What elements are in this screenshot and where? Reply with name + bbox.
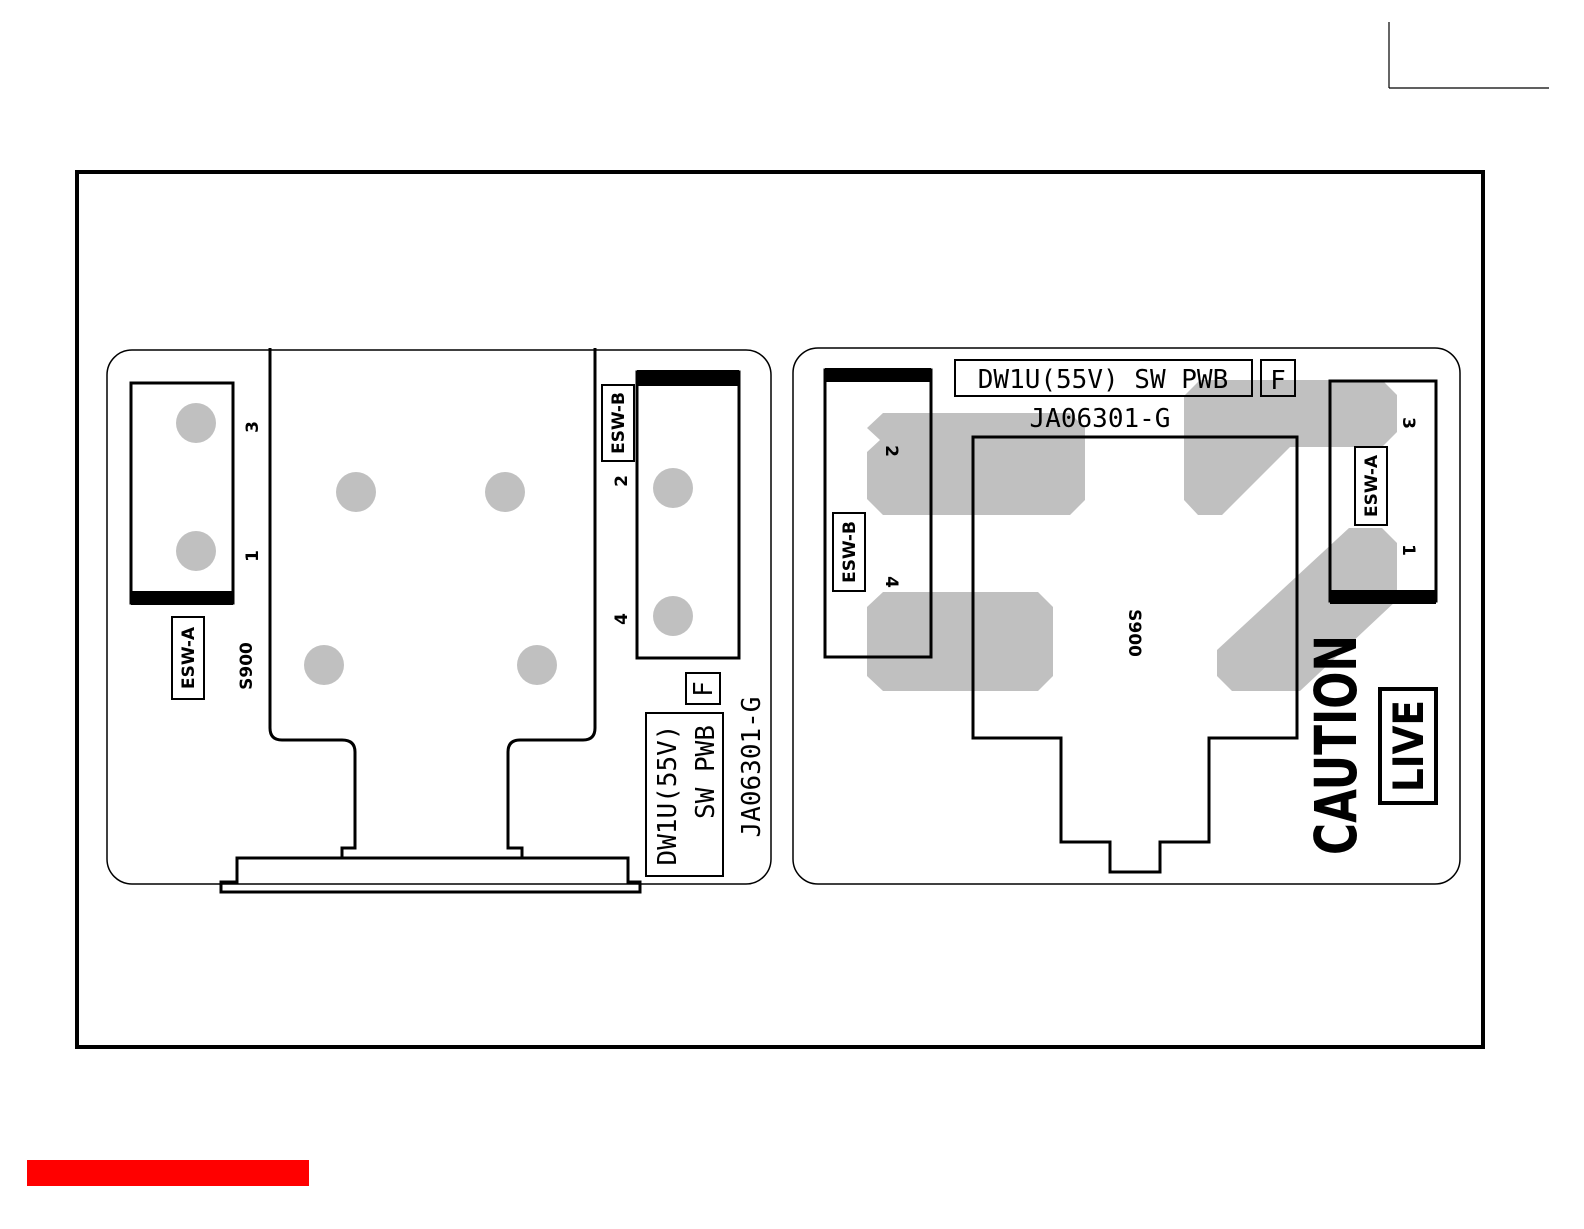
- live-text: LIVE: [1384, 700, 1433, 792]
- left-connector-esw-b: 2 4 ESW-B: [601, 370, 741, 660]
- pad: [304, 645, 344, 685]
- left-switch-outline: [268, 348, 597, 860]
- right-board-outline: [792, 347, 1461, 885]
- outer-frame: [75, 170, 1485, 1049]
- right-board: 2 4 ESW-B DW1U(55V) SW PWB F JA06301-G S…: [792, 347, 1461, 885]
- ref-designator: S900: [1124, 609, 1144, 657]
- left-switch-base: [219, 856, 642, 894]
- part-number: JA06301-G: [1030, 404, 1171, 434]
- right-connector-esw-a: 3 1 ESW-A: [1328, 379, 1438, 604]
- pad: [485, 472, 525, 512]
- left-connector-esw-a: 3 1 ESW-A: [129, 381, 263, 700]
- revision-box: [1260, 359, 1296, 397]
- left-board: 3 1 ESW-A S900 2 4 ESW-B F DW1U(55V) SW …: [106, 348, 772, 894]
- revision-mark: F: [689, 681, 719, 697]
- pin-label: 3: [243, 421, 263, 433]
- live-box: [1378, 687, 1438, 805]
- board-name: DW1U(55V): [653, 725, 683, 866]
- connector-label-box: [601, 384, 635, 462]
- left-board-outline: [106, 349, 772, 885]
- board-name-box: [954, 359, 1253, 397]
- right-switch-outline: [971, 435, 1299, 874]
- pad: [176, 531, 216, 571]
- board-name-box: [645, 712, 724, 877]
- pin-label: 4: [881, 576, 901, 588]
- right-connector-esw-b: 2 4 ESW-B: [823, 368, 933, 659]
- pad: [176, 403, 216, 443]
- connector-label: ESW-B: [840, 521, 860, 583]
- revision-box: [685, 672, 721, 705]
- red-marker-bar: [27, 1160, 309, 1186]
- left-mount-pads: [304, 472, 557, 685]
- caution-text: CAUTION: [1302, 635, 1370, 855]
- pad: [517, 645, 557, 685]
- pin-label: 2: [612, 475, 632, 487]
- pad: [653, 596, 693, 636]
- connector-label-box: [832, 512, 866, 592]
- pad: [653, 468, 693, 508]
- pin-label: 1: [243, 550, 263, 562]
- ref-designator: S900: [237, 642, 257, 690]
- pin-label: 2: [881, 445, 901, 457]
- revision-mark: F: [1270, 366, 1286, 396]
- part-number: JA06301-G: [737, 697, 767, 838]
- connector-label-box: [1354, 446, 1388, 526]
- corner-mark: [1388, 22, 1549, 89]
- connector-label: ESW-A: [1362, 454, 1382, 517]
- connector-label: ESW-B: [609, 392, 629, 454]
- connector-label: ESW-A: [179, 626, 199, 689]
- pin-label: 4: [612, 613, 632, 625]
- connector-label-box: [171, 616, 205, 700]
- board-name: SW PWB: [691, 725, 721, 819]
- copper-areas: [867, 380, 1397, 691]
- pin-label: 1: [1398, 544, 1418, 556]
- pin-label: 3: [1398, 417, 1418, 429]
- pad: [336, 472, 376, 512]
- board-name: DW1U(55V) SW PWB: [978, 365, 1228, 395]
